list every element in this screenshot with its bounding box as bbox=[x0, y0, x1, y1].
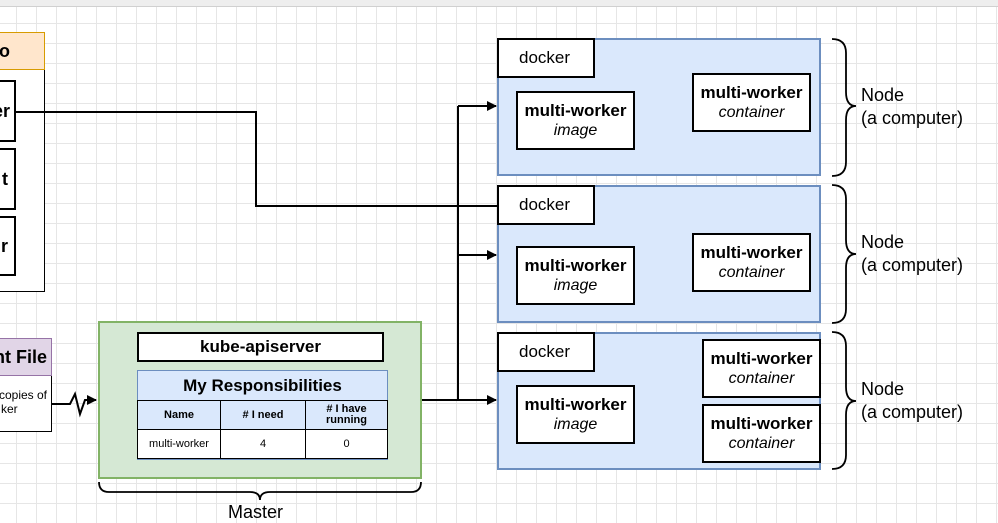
left-panel-item-1-text: er bbox=[0, 100, 10, 121]
left-panel-item-3-text: r bbox=[0, 235, 8, 256]
node-2-image-title: multi-worker bbox=[524, 255, 627, 275]
node-3-brace bbox=[831, 331, 857, 470]
node-3-docker-text: docker bbox=[519, 342, 571, 361]
deployment-file-line-1: copies of bbox=[0, 388, 47, 402]
node-1-label-line-2: (a computer) bbox=[861, 108, 964, 128]
left-panel-item-2-text: t bbox=[2, 168, 8, 189]
top-toolbar-edge bbox=[0, 0, 998, 7]
table-cell-need: 4 bbox=[220, 429, 306, 459]
master-label: Master bbox=[228, 502, 284, 522]
responsibilities-title: My Responsibilities bbox=[137, 372, 388, 399]
node-1-label: Node (a computer) bbox=[861, 84, 963, 130]
node-3-label-line-1: Node bbox=[861, 379, 905, 399]
node-2-container-sub: container bbox=[718, 263, 785, 281]
node-3-image-sub: image bbox=[553, 415, 598, 433]
node-2-label-line-2: (a computer) bbox=[861, 255, 964, 275]
table-header-need: # I need bbox=[220, 400, 306, 430]
node-3-container-2-sub: container bbox=[728, 434, 795, 452]
kube-apiserver-label: kube-apiserver bbox=[200, 337, 321, 356]
left-panel-item-2[interactable]: t bbox=[0, 148, 16, 210]
node-2-brace bbox=[831, 184, 857, 324]
node-3-container-1-sub: container bbox=[728, 369, 795, 387]
master-brace bbox=[98, 481, 422, 501]
deployment-file-line-2: ker bbox=[1, 402, 18, 416]
connector-left-to-node2 bbox=[16, 111, 497, 207]
responsibilities-title-text: My Responsibilities bbox=[183, 375, 342, 395]
node-3-container-1[interactable]: multi-worker container bbox=[702, 339, 821, 398]
node-2-container[interactable]: multi-worker container bbox=[692, 233, 811, 292]
node-3-container-2[interactable]: multi-worker container bbox=[702, 404, 821, 463]
node-2-docker-label[interactable]: docker bbox=[497, 185, 595, 225]
left-panel-header-text: o bbox=[0, 40, 10, 61]
node-1-container-title: multi-worker bbox=[700, 82, 803, 102]
node-2-image[interactable]: multi-worker image bbox=[516, 246, 635, 305]
left-panel-item-3[interactable]: r bbox=[0, 216, 16, 276]
table-header-running: # I have running bbox=[305, 400, 388, 430]
node-1-container[interactable]: multi-worker container bbox=[692, 73, 811, 132]
deployment-file-header[interactable]: nt File bbox=[0, 338, 52, 376]
node-2-image-sub: image bbox=[553, 276, 598, 294]
node-3-docker-label[interactable]: docker bbox=[497, 332, 595, 372]
node-3-container-1-title: multi-worker bbox=[710, 348, 813, 368]
node-3-container-2-title: multi-worker bbox=[710, 413, 813, 433]
node-1-container-sub: container bbox=[718, 103, 785, 121]
node-2-container-title: multi-worker bbox=[700, 242, 803, 262]
node-3-label: Node (a computer) bbox=[861, 378, 963, 424]
node-3-label-line-2: (a computer) bbox=[861, 402, 964, 422]
responsibilities-table: Name # I need # I have running multi-wor… bbox=[137, 400, 388, 459]
node-1-docker-text: docker bbox=[519, 48, 571, 67]
node-1-docker-label[interactable]: docker bbox=[497, 38, 595, 78]
node-2-label-line-1: Node bbox=[861, 232, 905, 252]
node-1-image-sub: image bbox=[553, 121, 598, 139]
kube-apiserver-box[interactable]: kube-apiserver bbox=[137, 332, 384, 362]
table-header-row: Name # I need # I have running bbox=[137, 400, 388, 430]
deployment-file-title: nt File bbox=[0, 346, 47, 367]
node-3-image[interactable]: multi-worker image bbox=[516, 385, 635, 444]
node-3-image-title: multi-worker bbox=[524, 394, 627, 414]
connector-deployment-to-master bbox=[52, 391, 97, 418]
deployment-file-body[interactable]: copies of ker bbox=[0, 376, 52, 432]
node-1-image-title: multi-worker bbox=[524, 100, 627, 120]
table-header-name: Name bbox=[137, 400, 221, 430]
table-cell-running: 0 bbox=[305, 429, 388, 459]
left-panel-header[interactable]: o bbox=[0, 32, 45, 70]
table-cell-name: multi-worker bbox=[137, 429, 221, 459]
node-2-label: Node (a computer) bbox=[861, 231, 963, 277]
node-1-image[interactable]: multi-worker image bbox=[516, 91, 635, 150]
left-panel-item-1[interactable]: er bbox=[0, 80, 16, 142]
node-2-docker-text: docker bbox=[519, 195, 571, 214]
node-1-brace bbox=[831, 38, 857, 177]
table-row: multi-worker 4 0 bbox=[137, 429, 388, 459]
node-1-label-line-1: Node bbox=[861, 85, 905, 105]
